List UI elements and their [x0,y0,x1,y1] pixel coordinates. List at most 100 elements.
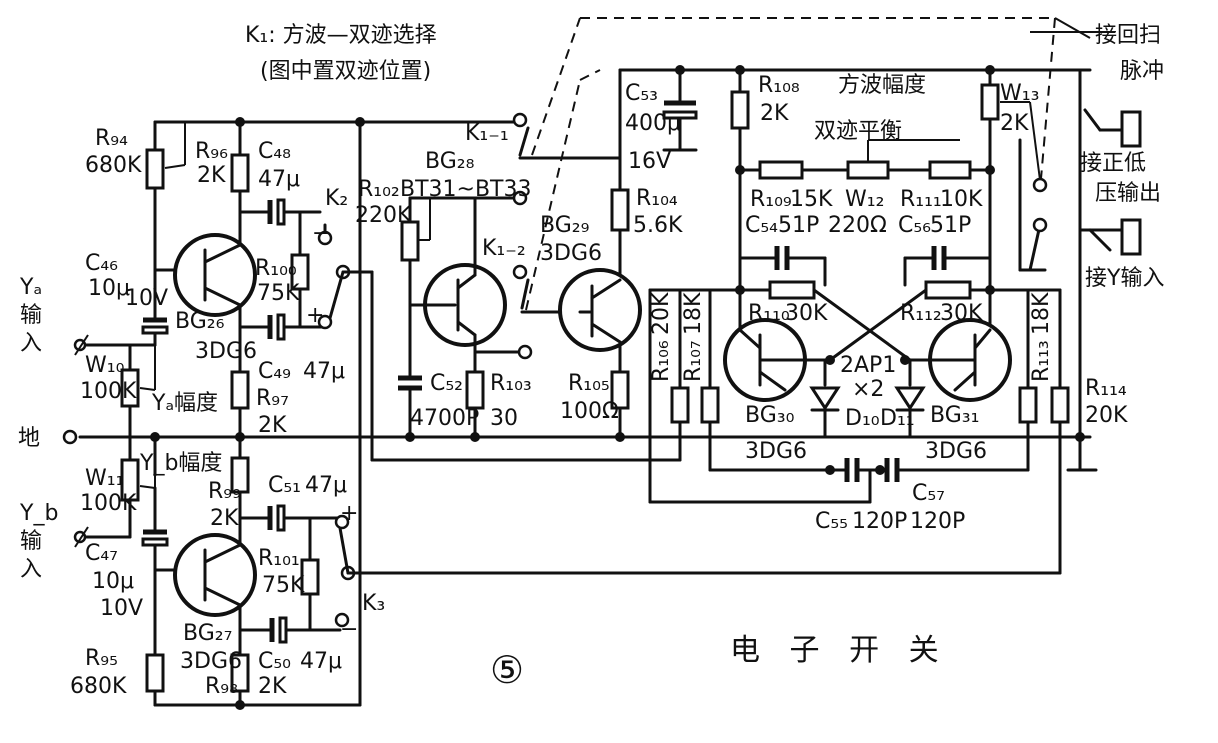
c46-value: 10μ [88,276,130,301]
hv-label-1: 接正低 [1080,151,1146,176]
caption: 电 子 开 关 [730,633,949,668]
c53-voltage: 16V [628,149,671,174]
c49-value: 47μ [303,359,345,384]
c47-value: 10μ [92,569,134,594]
bg29-stage [558,68,698,410]
k2-plus: + [306,303,324,328]
r111-name: R₁₁₁ [900,187,942,212]
bg31-name: BG₃₁ [930,403,979,428]
resistor-r114 [1050,386,1070,424]
transistor-bg26 [173,233,257,317]
k1-title: K₁: 方波—双迹选择 [245,23,437,48]
r100-name: R₁₀₀ [255,256,297,281]
k3-name: K₃ [362,591,385,616]
r104-value: 5.6K [633,213,683,238]
c55-value: 120P [852,509,907,534]
c46-voltage: 10V [125,286,168,311]
ya-amp-label: Yₐ幅度 [151,391,218,416]
r108-name: R₁₀₈ [758,73,800,98]
r106-value: 20K [649,292,674,335]
resistor-r106 [670,386,690,424]
diode-d10 [809,386,841,411]
c54-name: C₅₄ [745,213,778,238]
r97-value: 2K [258,413,287,438]
r105-value: 100Ω [560,399,619,424]
r113-value: 18K [1029,292,1054,335]
c51-name: C₅₁ [268,473,301,498]
ujt-oscillator [398,190,533,439]
transistor-bg29 [558,268,642,352]
r99-name: R₉₉ [208,479,241,504]
potentiometer-w12 [846,160,890,180]
ya-in-label-2: 输 [20,303,42,328]
w12-name: W₁₂ [845,187,884,212]
resistor-r94 [145,148,165,190]
bg27-name: BG₂₇ [183,621,232,646]
resistor-r96 [230,153,250,193]
r95-name: R₉₅ [85,646,118,671]
r96-name: R₉₆ [195,139,228,164]
k1-1-name: K₁₋₁ [465,121,509,146]
c53-value: 400μ [625,111,681,136]
r107-value: 18K [681,292,706,335]
dual-balance-label: 双迹平衡 [814,119,902,144]
bg28-type: BT31~BT33 [400,177,531,202]
w13-name: W₁₃ [1000,81,1039,106]
bg27-type: 3DG6 [180,649,242,674]
r112-value: 30K [940,301,983,326]
w11-value: 100K [80,491,137,516]
c47-voltage: 10V [100,596,143,621]
c50-name: C₅₀ [258,649,291,674]
r95-value: 680K [70,674,127,699]
diode-count: ×2 [852,377,884,402]
c55-name: C₅₅ [815,509,848,534]
yb-amp-label: Y_b幅度 [139,451,222,476]
k2-name: K₂ [325,186,348,211]
multivibrator [648,68,1070,504]
r94-name: R₉₄ [95,126,128,151]
resistor-r103 [465,370,485,410]
c53-name: C₅₃ [625,81,658,106]
resistor-r113 [1018,386,1038,424]
d10-name: D₁₀ [845,406,880,431]
c52-name: C₅₂ [430,371,463,396]
r103-value: 30 [490,406,518,431]
resistor-r110 [768,280,816,300]
retrace-label-1: 接回扫 [1095,23,1161,48]
c51-value: 47μ [305,473,347,498]
r101-value: 75K [262,573,305,598]
c54-value: 51P [778,213,819,238]
r110-name: R₁₁₀ [748,301,790,326]
ya-in-label-1: Yₐ [19,275,42,300]
r102-name: R₁₀₂ [358,177,400,202]
r114-value: 20K [1085,403,1128,428]
y-input-label: 接Y输入 [1085,266,1164,291]
bg30-type: 3DG6 [745,439,807,464]
retrace-label-2: 脉冲 [1120,59,1164,84]
k3-plus: + [340,501,358,526]
resistor-r104 [610,188,630,232]
r107-name: R₁₀₇ [681,340,706,382]
w11-name: W₁₁ [85,466,124,491]
resistor-r109 [758,160,804,180]
r103-name: R₁₀₃ [490,371,532,396]
bg28-name: BG₂₈ [425,149,475,174]
yb-in-label-1: Y_b [19,501,58,526]
bg31-type: 3DG6 [925,439,987,464]
r96-value: 2K [197,163,226,188]
output-connectors [1078,108,1142,256]
power-rails [78,68,1098,707]
c46-name: C₄₆ [85,251,118,276]
w10-value: 100K [80,379,137,404]
hv-label-2: 压输出 [1095,181,1161,206]
r109-value: 15K [790,187,833,212]
r104-name: R₁₀₄ [636,186,678,211]
c52-value: 4700P [410,406,479,431]
r105-name: R₁₀₅ [568,371,610,396]
yb-in-label-2: 输 [20,529,42,554]
r112-name: R₁₁₂ [900,301,942,326]
r99-value: 2K [210,506,239,531]
c50-value: 47μ [300,649,342,674]
resistor-r105 [610,370,630,410]
